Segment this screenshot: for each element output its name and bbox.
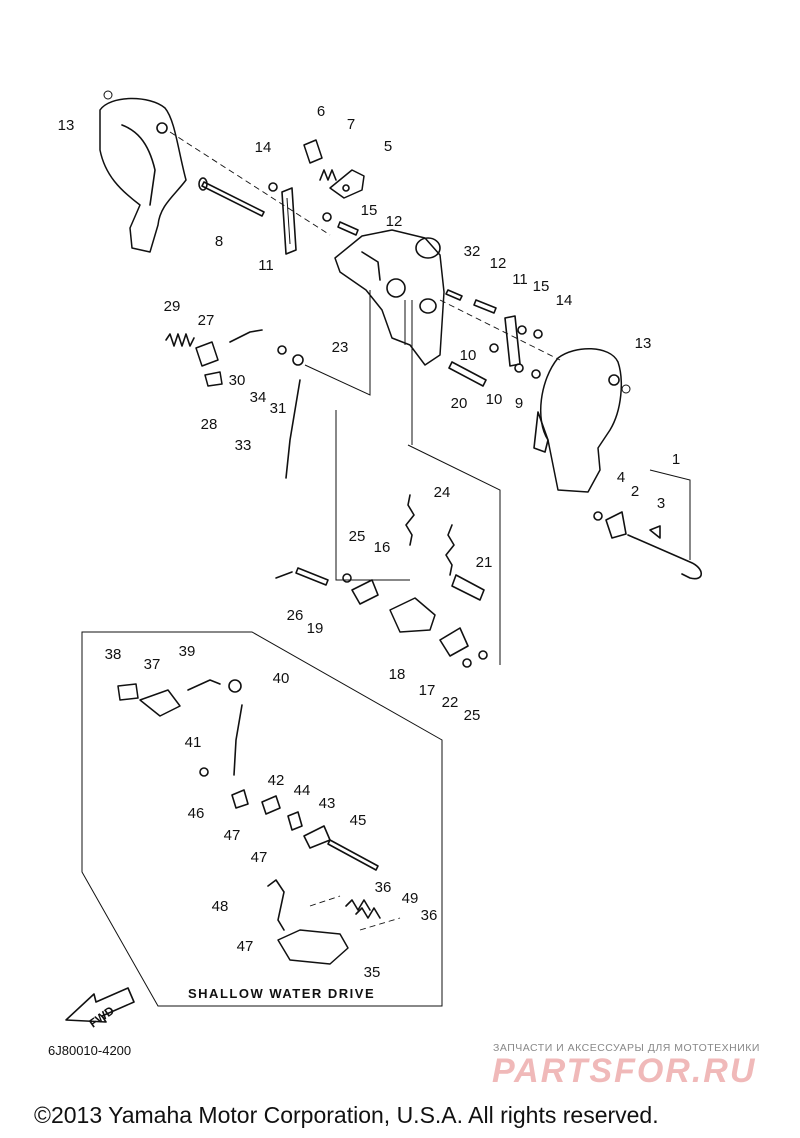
right-hardware: [439, 289, 561, 387]
callout-31: 31: [270, 400, 287, 417]
callout-10: 10: [486, 391, 503, 408]
callout-12: 12: [386, 213, 403, 230]
inset-title: SHALLOW WATER DRIVE: [188, 986, 376, 1001]
callout-46: 46: [188, 805, 205, 822]
callout-36: 36: [375, 879, 392, 896]
callout-7: 7: [347, 116, 355, 133]
callout-19: 19: [307, 620, 324, 637]
callout-48: 48: [212, 898, 229, 915]
callout-30: 30: [229, 372, 246, 389]
link-plate-left: [268, 182, 359, 255]
shallow-water-drive-inset: [81, 631, 443, 1007]
callout-38: 38: [105, 646, 122, 663]
callout-9: 9: [515, 395, 523, 412]
catalog-number: 6J80010-4200: [48, 1043, 132, 1058]
callout-18: 18: [389, 666, 406, 683]
callout-2: 2: [631, 483, 639, 500]
copyright-notice: ©2013 Yamaha Motor Corporation, U.S.A. A…: [34, 1102, 659, 1128]
callout-14: 14: [556, 292, 573, 309]
watermark-logo: PARTSFOR.RU: [492, 1052, 757, 1090]
callout-14: 14: [255, 139, 272, 156]
callout-6: 6: [317, 103, 325, 120]
callout-37: 37: [144, 656, 161, 673]
callout-4: 4: [617, 469, 625, 486]
callout-3: 3: [657, 495, 665, 512]
callout-17: 17: [419, 682, 436, 699]
callout-44: 44: [294, 782, 311, 799]
callout-43: 43: [319, 795, 336, 812]
callout-34: 34: [250, 389, 267, 406]
callout-27: 27: [198, 312, 215, 329]
callout-45: 45: [350, 812, 367, 829]
callout-41: 41: [185, 734, 202, 751]
callout-15: 15: [533, 278, 550, 295]
callout-42: 42: [268, 772, 285, 789]
callout-47: 47: [251, 849, 268, 866]
callout-13: 13: [58, 117, 75, 134]
callout-39: 39: [179, 643, 196, 660]
callout-5: 5: [384, 138, 392, 155]
forward-direction-arrow-icon: [65, 987, 135, 1023]
callout-8: 8: [215, 233, 223, 250]
callout-25: 25: [349, 528, 366, 545]
tilt-lock-parts: [303, 139, 365, 199]
clamp-bracket-right: [533, 347, 631, 493]
callout-29: 29: [164, 298, 181, 315]
tilt-pin: [593, 469, 703, 580]
callout-13: 13: [635, 335, 652, 352]
tilt-shaft: [169, 131, 331, 236]
callout-20: 20: [451, 395, 468, 412]
callout-23: 23: [332, 339, 349, 356]
callout-47: 47: [224, 827, 241, 844]
callout-1: 1: [672, 451, 680, 468]
callout-10: 10: [460, 347, 477, 364]
callout-24: 24: [434, 484, 451, 501]
callout-47: 47: [237, 938, 254, 955]
callout-28: 28: [201, 416, 218, 433]
reverse-lock-assembly: [275, 410, 501, 668]
clamp-bracket-left: [99, 90, 187, 253]
swivel-bracket: [334, 229, 445, 445]
callout-11: 11: [512, 271, 528, 288]
trim-spring-group: [165, 290, 371, 479]
callout-32: 32: [464, 243, 481, 260]
callout-12: 12: [490, 255, 507, 272]
watermark-caption: ЗАПЧАСТИ И АКСЕССУАРЫ ДЛЯ МОТОТЕХНИКИ: [493, 1042, 760, 1054]
callout-36: 36: [421, 907, 438, 924]
callout-21: 21: [476, 554, 493, 571]
callout-25: 25: [464, 707, 481, 724]
callout-11: 11: [258, 257, 274, 274]
callout-26: 26: [287, 607, 304, 624]
callout-35: 35: [364, 964, 381, 981]
callout-16: 16: [374, 539, 391, 556]
callout-40: 40: [273, 670, 290, 687]
callout-22: 22: [442, 694, 459, 711]
callout-15: 15: [361, 202, 378, 219]
callout-49: 49: [402, 890, 419, 907]
callout-33: 33: [235, 437, 252, 454]
